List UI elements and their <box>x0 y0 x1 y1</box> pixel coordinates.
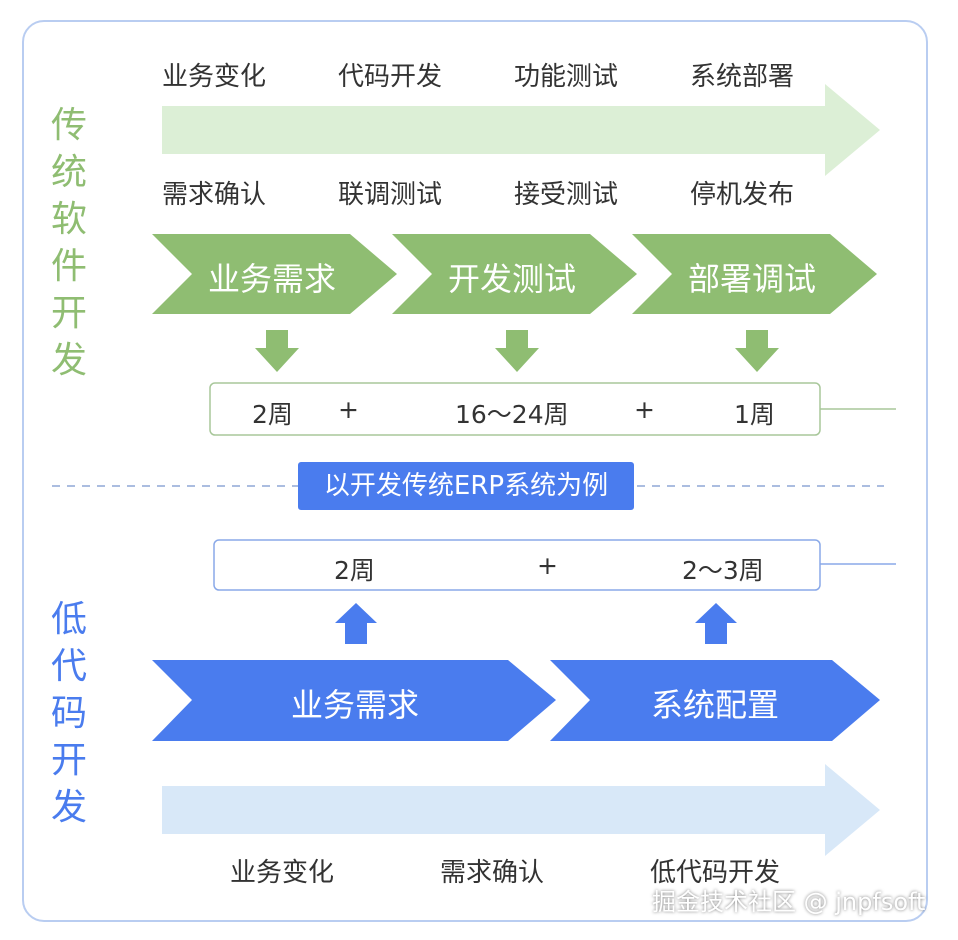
lowcode-phase-label: 业务需求 <box>290 686 419 724</box>
lowcode-phase-chevron-1 <box>152 660 556 741</box>
lowcode-phase-chevron-2 <box>550 660 880 741</box>
traditional-duration: 2周 <box>252 400 293 429</box>
traditional-top-label: 代码开发 <box>338 62 443 92</box>
side-char: 统 <box>50 152 87 193</box>
traditional-bottom-label: 接受测试 <box>514 180 619 210</box>
diagram-frame <box>22 20 928 922</box>
traditional-duration-plus: + <box>634 395 655 424</box>
traditional-top-label: 系统部署 <box>690 62 795 92</box>
down-arrow-3 <box>735 330 779 372</box>
example-badge: 以开发传统ERP系统为例 <box>298 462 634 510</box>
lowcode-timeline-arrow <box>162 764 880 856</box>
traditional-phase-chevron-3 <box>632 234 877 314</box>
traditional-bottom-label: 停机发布 <box>690 180 795 210</box>
traditional-bottom-label: 需求确认 <box>162 180 267 210</box>
traditional-duration: 16～24周 <box>455 400 569 429</box>
traditional-phase-label: 业务需求 <box>207 260 336 298</box>
traditional-bottom-label: 联调测试 <box>338 180 443 210</box>
side-char: 发 <box>50 340 87 381</box>
traditional-phase-chevron-1 <box>152 234 397 314</box>
side-char: 低 <box>50 599 87 640</box>
lowcode-duration: 2～3周 <box>682 556 764 585</box>
up-arrow-1 <box>335 603 377 644</box>
traditional-phase-chevron-2 <box>392 234 637 314</box>
lowcode-bottom-label: 需求确认 <box>440 858 545 888</box>
up-arrow-2 <box>695 603 737 644</box>
side-char: 开 <box>50 293 87 334</box>
traditional-side-title: 传 统 软 件 开 发 <box>46 102 92 384</box>
side-char: 发 <box>50 787 87 828</box>
traditional-phase-label: 部署调试 <box>687 260 816 298</box>
traditional-top-label: 业务变化 <box>162 62 267 92</box>
side-char: 件 <box>50 246 87 287</box>
watermark-text: 掘金技术社区 @ jnpfsoft <box>652 888 926 916</box>
side-char: 传 <box>50 105 87 146</box>
side-char: 开 <box>50 740 87 781</box>
lowcode-bottom-label: 低代码开发 <box>650 858 781 888</box>
lowcode-side-title: 低 代 码 开 发 <box>46 596 92 831</box>
lowcode-bottom-label: 业务变化 <box>230 858 335 888</box>
traditional-timeline-arrow <box>162 84 880 176</box>
lowcode-phase-label: 系统配置 <box>650 686 779 724</box>
traditional-top-label: 功能测试 <box>514 62 619 92</box>
lowcode-duration-box <box>213 539 821 591</box>
down-arrow-2 <box>495 330 539 372</box>
side-char: 代 <box>50 646 87 687</box>
traditional-duration: 1周 <box>734 400 775 429</box>
side-char: 软 <box>50 199 87 240</box>
down-arrow-1 <box>255 330 299 372</box>
traditional-duration-plus: + <box>338 395 359 424</box>
lowcode-duration: 2周 <box>334 556 375 585</box>
traditional-phase-label: 开发测试 <box>447 260 576 298</box>
side-char: 码 <box>50 693 87 734</box>
lowcode-duration-plus: + <box>537 551 558 580</box>
